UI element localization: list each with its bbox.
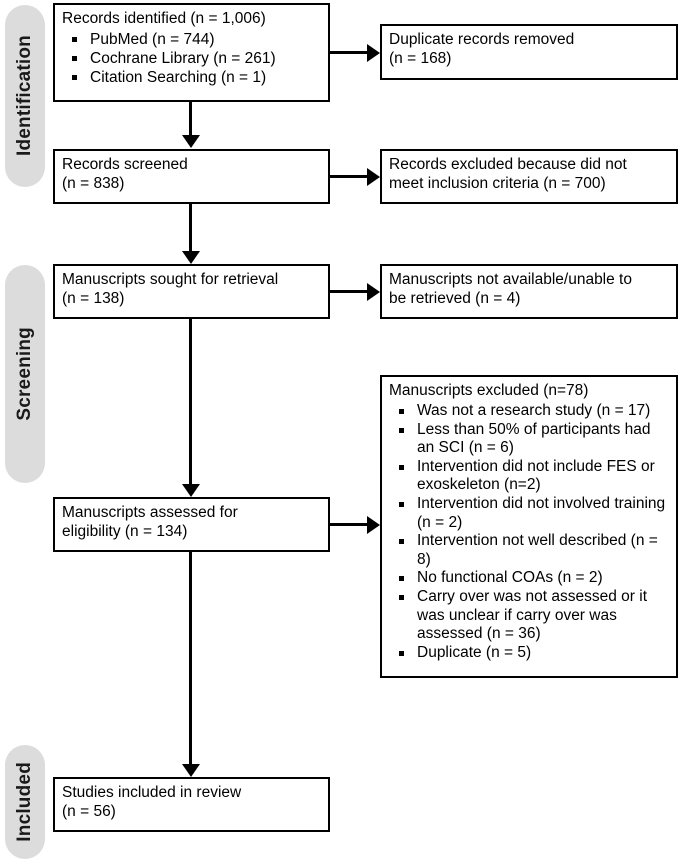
list-item: Intervention did not involved training (… (389, 495, 670, 532)
list-item: Was not a research study (n = 17) (389, 402, 670, 421)
list-item-label: Intervention did not involved training (… (417, 494, 666, 531)
bullet-square-icon (399, 594, 404, 600)
list-item: Intervention not well described (n = 8) (389, 532, 670, 569)
connector-sought-to-not-available (330, 290, 368, 293)
box-manuscripts-not-available: Manuscripts not available/unable to be r… (380, 264, 678, 319)
bullet-square-icon (399, 427, 404, 433)
list-item-label: PubMed (n = 744) (90, 31, 215, 48)
stage-label-screening: Screening (14, 327, 35, 421)
bullet-square-icon (72, 37, 77, 42)
connector-assessed-to-included (189, 552, 192, 765)
list-item: Carry over was not assessed or it was un… (389, 588, 670, 644)
connector-sought-to-assessed (189, 319, 192, 485)
list-item: Citation Searching (n = 1) (62, 68, 322, 87)
manuscripts-assessed-title: Manuscripts assessed for eligibility (n … (62, 504, 238, 540)
stage-pill-screening: Screening (5, 265, 45, 483)
arrowhead-identified-to-duplicates (367, 43, 380, 62)
arrowhead-assessed-to-included (181, 764, 200, 777)
studies-included-title: Studies included in review (n = 56) (62, 784, 242, 820)
records-identified-source-list: PubMed (n = 744) Cochrane Library (n = 2… (62, 30, 322, 87)
arrowhead-sought-to-assessed (181, 484, 200, 497)
arrowhead-sought-to-not-available (367, 282, 380, 301)
arrowhead-screened-to-excluded (367, 167, 380, 186)
list-item: PubMed (n = 744) (62, 30, 322, 49)
stage-label-identification: Identification (14, 35, 35, 157)
connector-assessed-to-excluded (330, 523, 368, 526)
bullet-square-icon (399, 501, 404, 507)
list-item-label: Intervention not well described (n = 8) (417, 532, 658, 568)
list-item-label: Duplicate (n = 5) (417, 643, 532, 661)
box-records-screened: Records screened (n = 838) (53, 149, 330, 204)
bullet-square-icon (399, 409, 404, 414)
list-item-label: Citation Searching (n = 1) (90, 69, 267, 86)
bullet-square-icon (399, 650, 404, 656)
manuscripts-not-available-title: Manuscripts not available/unable to be r… (389, 271, 632, 307)
stage-pill-included: Included (5, 745, 45, 859)
records-identified-title: Records identified (n = 1,006) (62, 10, 266, 27)
list-item-label: Less than 50% of participants had an SCI… (417, 420, 651, 457)
stage-label-included: Included (14, 762, 35, 842)
list-item: Duplicate (n = 5) (389, 644, 670, 663)
duplicate-records-removed-title: Duplicate records removed (n = 168) (389, 31, 575, 67)
manuscripts-excluded-title: Manuscripts excluded (n=78) (389, 382, 589, 399)
box-duplicate-records-removed: Duplicate records removed (n = 168) (380, 24, 678, 80)
manuscripts-sought-title: Manuscripts sought for retrieval (n = 13… (62, 271, 279, 307)
records-excluded-title: Records excluded because did not meet in… (389, 156, 627, 192)
connector-screened-to-excluded (330, 175, 368, 178)
list-item: Less than 50% of participants had an SCI… (389, 421, 670, 458)
box-studies-included-in-review: Studies included in review (n = 56) (53, 777, 330, 832)
list-item-label: Was not a research study (n = 17) (417, 402, 651, 419)
list-item-label: Cochrane Library (n = 261) (90, 50, 276, 67)
records-screened-title: Records screened (n = 838) (62, 156, 188, 192)
connector-identified-to-screened (189, 102, 192, 136)
arrowhead-screened-to-sought (181, 251, 200, 264)
bullet-square-icon (399, 576, 404, 582)
list-item-label: No functional COAs (n = 2) (417, 569, 603, 587)
box-manuscripts-sought-for-retrieval: Manuscripts sought for retrieval (n = 13… (53, 264, 330, 319)
box-records-excluded: Records excluded because did not meet in… (380, 149, 678, 204)
bullet-square-icon (72, 56, 77, 61)
connector-identified-to-duplicates (330, 51, 368, 54)
box-records-identified: Records identified (n = 1,006) PubMed (n… (53, 3, 330, 102)
bullet-square-icon (72, 75, 77, 80)
list-item-label: Carry over was not assessed or it was un… (417, 587, 648, 643)
bullet-square-icon (399, 539, 404, 545)
list-item: No functional COAs (n = 2) (389, 569, 670, 588)
list-item: Intervention did not include FES or exos… (389, 458, 670, 495)
bullet-square-icon (399, 464, 404, 470)
stage-pill-identification: Identification (5, 5, 45, 187)
list-item: Cochrane Library (n = 261) (62, 49, 322, 68)
arrowhead-assessed-to-excluded (367, 515, 380, 534)
box-manuscripts-assessed-for-eligibility: Manuscripts assessed for eligibility (n … (53, 497, 330, 552)
manuscripts-excluded-reason-list: Was not a research study (n = 17) Less t… (389, 402, 670, 662)
list-item-label: Intervention did not include FES or exos… (417, 457, 655, 494)
box-manuscripts-excluded: Manuscripts excluded (n=78) Was not a re… (380, 375, 678, 678)
connector-screened-to-sought (189, 204, 192, 252)
arrowhead-identified-to-screened (181, 135, 200, 148)
